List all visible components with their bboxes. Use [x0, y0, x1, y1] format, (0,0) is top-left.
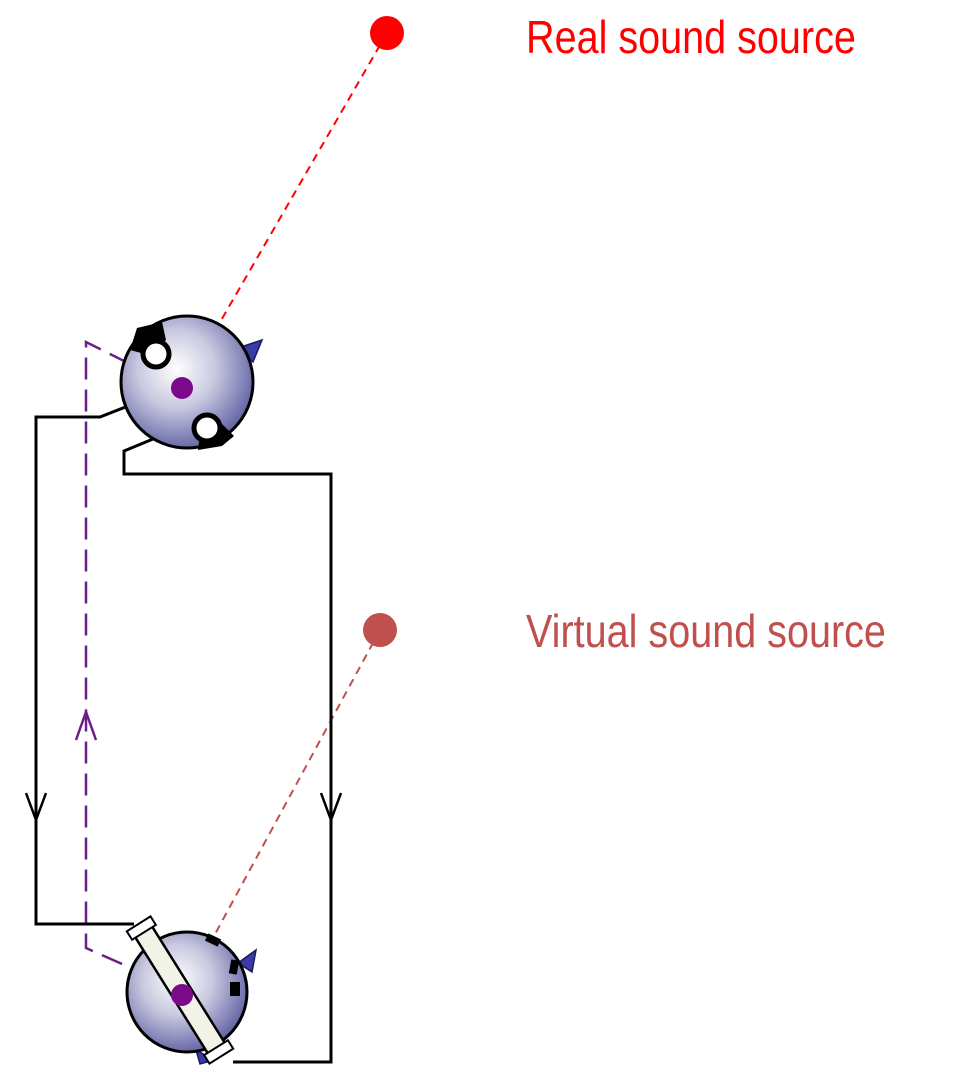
left-wire-arrow-icon — [24, 792, 48, 824]
bottom-head-center — [171, 984, 193, 1006]
playback-path — [84, 339, 159, 982]
real-sound-source-point — [370, 16, 404, 50]
top-head-center — [171, 377, 193, 399]
playback-arrow-icon — [74, 708, 98, 741]
left-channel-wire — [34, 359, 167, 926]
virtual-sound-source-point — [363, 613, 397, 647]
right-wire-arrow-icon — [319, 792, 343, 824]
virtual-sound-source-label: Virtual sound source — [526, 605, 886, 657]
real-sound-source-label: Real sound source — [526, 11, 856, 63]
